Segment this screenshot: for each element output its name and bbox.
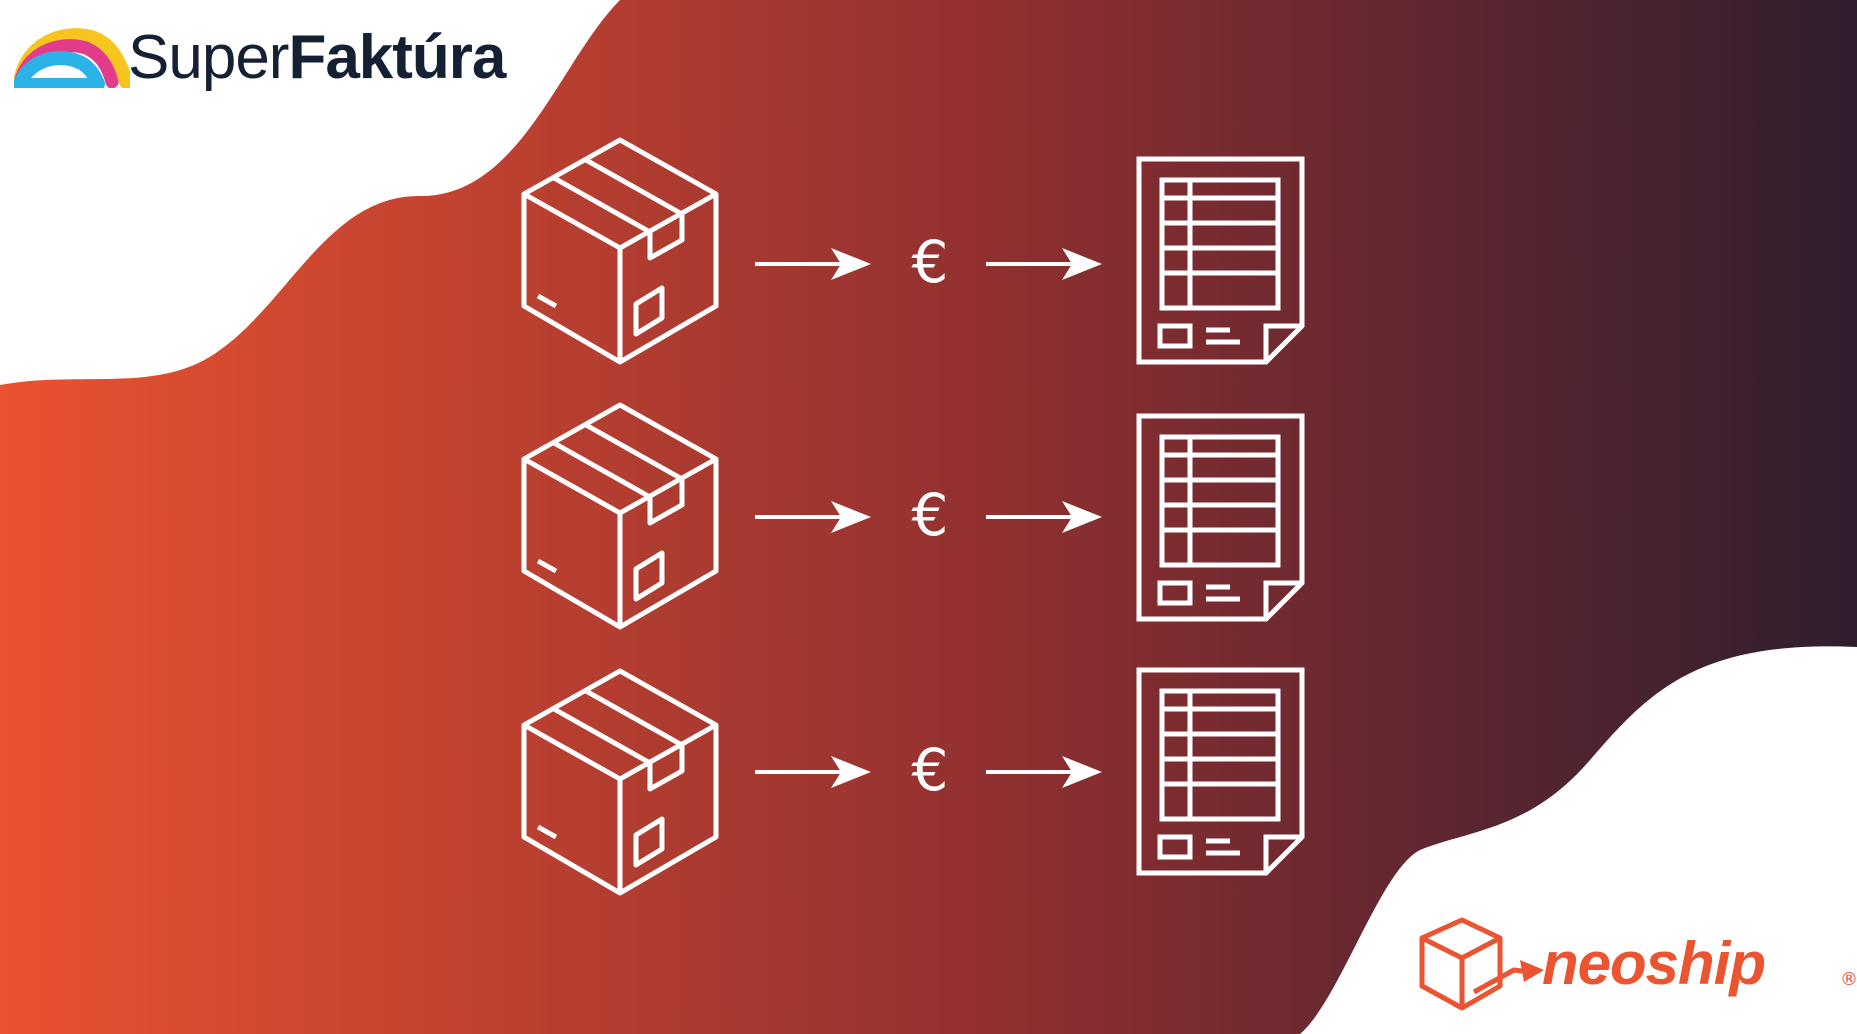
flow-row-2: € bbox=[0, 401, 1857, 641]
neoship-wordmark: neoship bbox=[1542, 930, 1766, 997]
superfaktura-wordmark: SuperFaktúra bbox=[128, 18, 506, 98]
flow-row-3: € bbox=[0, 667, 1857, 907]
arrow-right-icon bbox=[755, 248, 871, 280]
package-box-icon bbox=[521, 402, 719, 630]
arrow-right-icon bbox=[755, 756, 871, 788]
euro-icon: € bbox=[911, 228, 949, 296]
euro-icon: € bbox=[911, 481, 949, 549]
arrow-right-icon bbox=[986, 756, 1102, 788]
arrow-right-icon bbox=[755, 501, 871, 533]
invoice-document-icon bbox=[1136, 156, 1305, 365]
superfaktura-name-bold: Faktúra bbox=[288, 23, 506, 92]
neoship-box-logo-icon bbox=[1419, 917, 1544, 1011]
superfaktura-rainbow-logo-icon bbox=[14, 28, 130, 88]
arrow-right-icon bbox=[986, 248, 1102, 280]
package-box-icon bbox=[521, 137, 719, 365]
arrow-right-icon bbox=[986, 501, 1102, 533]
euro-icon: € bbox=[911, 736, 949, 804]
invoice-document-icon bbox=[1136, 667, 1305, 876]
package-box-icon bbox=[521, 668, 719, 896]
registered-mark: ® bbox=[1840, 969, 1857, 990]
superfaktura-name-light: Super bbox=[128, 23, 289, 92]
invoice-document-icon bbox=[1136, 413, 1305, 622]
neoship-logo: neoship ® bbox=[1410, 910, 1857, 1020]
flow-row-1: € bbox=[0, 136, 1857, 376]
